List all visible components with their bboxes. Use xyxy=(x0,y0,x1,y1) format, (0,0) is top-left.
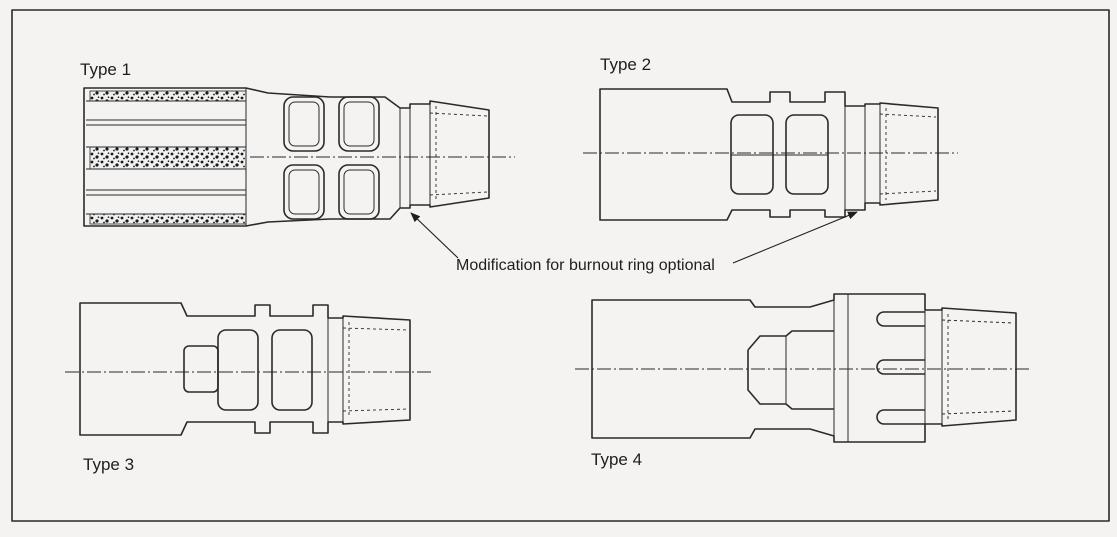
frame-border xyxy=(11,9,1110,522)
type3-label: Type 3 xyxy=(83,455,134,474)
leader-arrow-type1 xyxy=(410,212,459,259)
type4-label: Type 4 xyxy=(591,450,642,469)
type3-drawing xyxy=(65,302,432,436)
burnout-ring-note: Modification for burnout ring optional xyxy=(456,257,715,274)
type1-label: Type 1 xyxy=(80,60,131,79)
type1-drawing xyxy=(83,87,515,227)
type4-drawing xyxy=(575,293,1030,443)
type2-drawing xyxy=(583,88,958,221)
type2-label: Type 2 xyxy=(600,55,651,74)
leader-arrow-type2 xyxy=(732,211,858,264)
